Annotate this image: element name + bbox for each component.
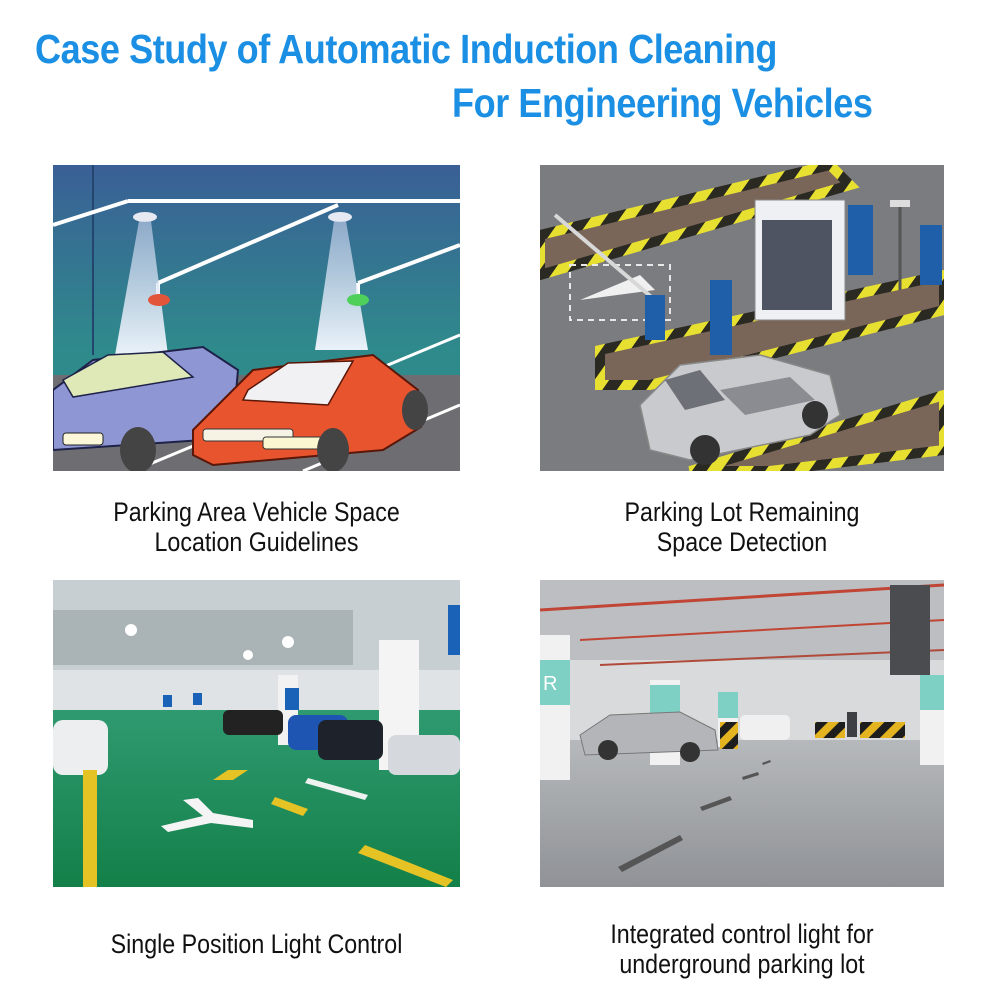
parking-sensor-illustration [53,165,460,471]
caption-panel-1: Parking Area Vehicle Space Location Guid… [113,497,400,557]
page-title-line-1: Case Study of Automatic Induction Cleani… [35,26,777,72]
red-indicator-light [148,294,170,306]
parking-zone-sign [540,660,570,705]
parking-gate-illustration [540,165,944,471]
caption-panel-2: Parking Lot Remaining Space Detection [624,497,860,557]
panel-green-garage-photo [53,580,460,887]
grey-garage-photo: R [540,580,944,887]
svg-text:R: R [543,673,557,695]
green-garage-photo [53,580,460,887]
panel-grey-garage-photo: R [540,580,944,887]
caption-panel-4: Integrated control light for underground… [610,919,874,979]
caption-panel-3: Single Position Light Control [110,929,403,959]
green-indicator-light [347,294,369,306]
panel-parking-sensors-illustration [53,165,460,471]
floor-arrow [161,798,253,832]
page-title-line-2: For Engineering Vehicles [452,80,873,126]
panel-parking-gate-illustration [540,165,944,471]
